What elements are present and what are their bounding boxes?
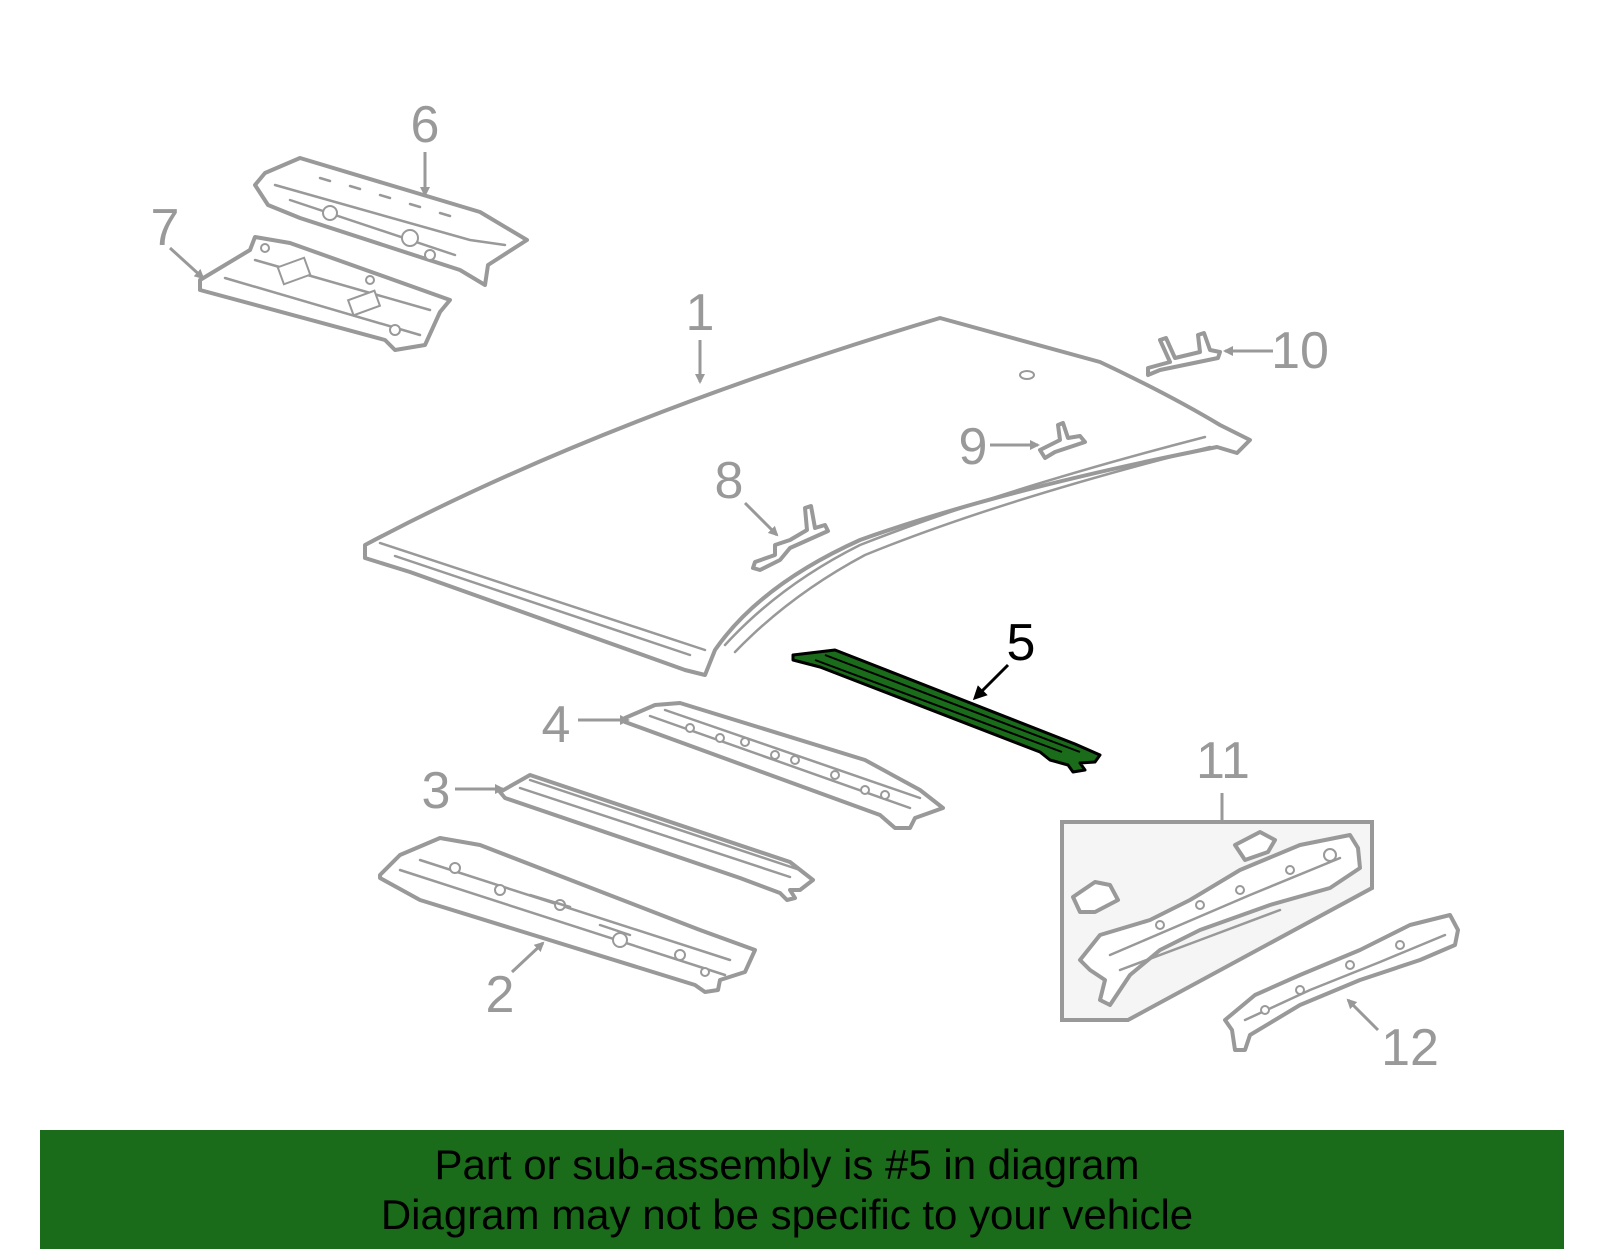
parts-diagram: 1 2 3 4 5 6 7 8 9 10 11 12 xyxy=(151,96,1460,1077)
callout-1: 1 xyxy=(686,284,715,342)
leader-8 xyxy=(743,501,779,537)
banner-line-2: Diagram may not be specific to your vehi… xyxy=(380,1191,1194,1238)
part-5-front-roof-bow xyxy=(791,648,1102,774)
callout-4: 4 xyxy=(542,696,571,754)
callout-7: 7 xyxy=(151,199,180,257)
part-9-bracket xyxy=(1038,421,1087,460)
leader-12 xyxy=(1346,998,1380,1032)
part-3-front-header-outer xyxy=(498,773,815,902)
callout-6: 6 xyxy=(411,96,440,154)
callout-10: 10 xyxy=(1271,322,1329,380)
callout-leaders xyxy=(168,152,1380,1032)
leader-2 xyxy=(510,941,545,974)
callout-9: 9 xyxy=(959,418,988,476)
callout-11: 11 xyxy=(1196,732,1250,790)
callout-8: 8 xyxy=(715,452,744,510)
callout-3: 3 xyxy=(422,762,451,820)
callout-2: 2 xyxy=(486,966,515,1024)
part-7-rear-roof-bow xyxy=(198,235,452,352)
leader-7 xyxy=(168,246,205,280)
part-8-bracket xyxy=(751,504,830,572)
info-banner: Part or sub-assembly is #5 in diagram Di… xyxy=(40,1130,1564,1249)
part-10-bracket xyxy=(1146,331,1222,377)
leader-5[interactable] xyxy=(972,663,1010,701)
part-1-roof-panel xyxy=(363,316,1252,677)
part-2-windshield-header xyxy=(378,836,757,994)
part-4-front-header-inner xyxy=(623,701,945,830)
callout-5[interactable]: 5 xyxy=(1007,614,1036,672)
part-12-rail xyxy=(1223,913,1460,1052)
banner-line-1: Part or sub-assembly is #5 in diagram xyxy=(434,1141,1140,1188)
part-11-inset-box xyxy=(1060,820,1374,1022)
callout-12: 12 xyxy=(1381,1019,1439,1077)
